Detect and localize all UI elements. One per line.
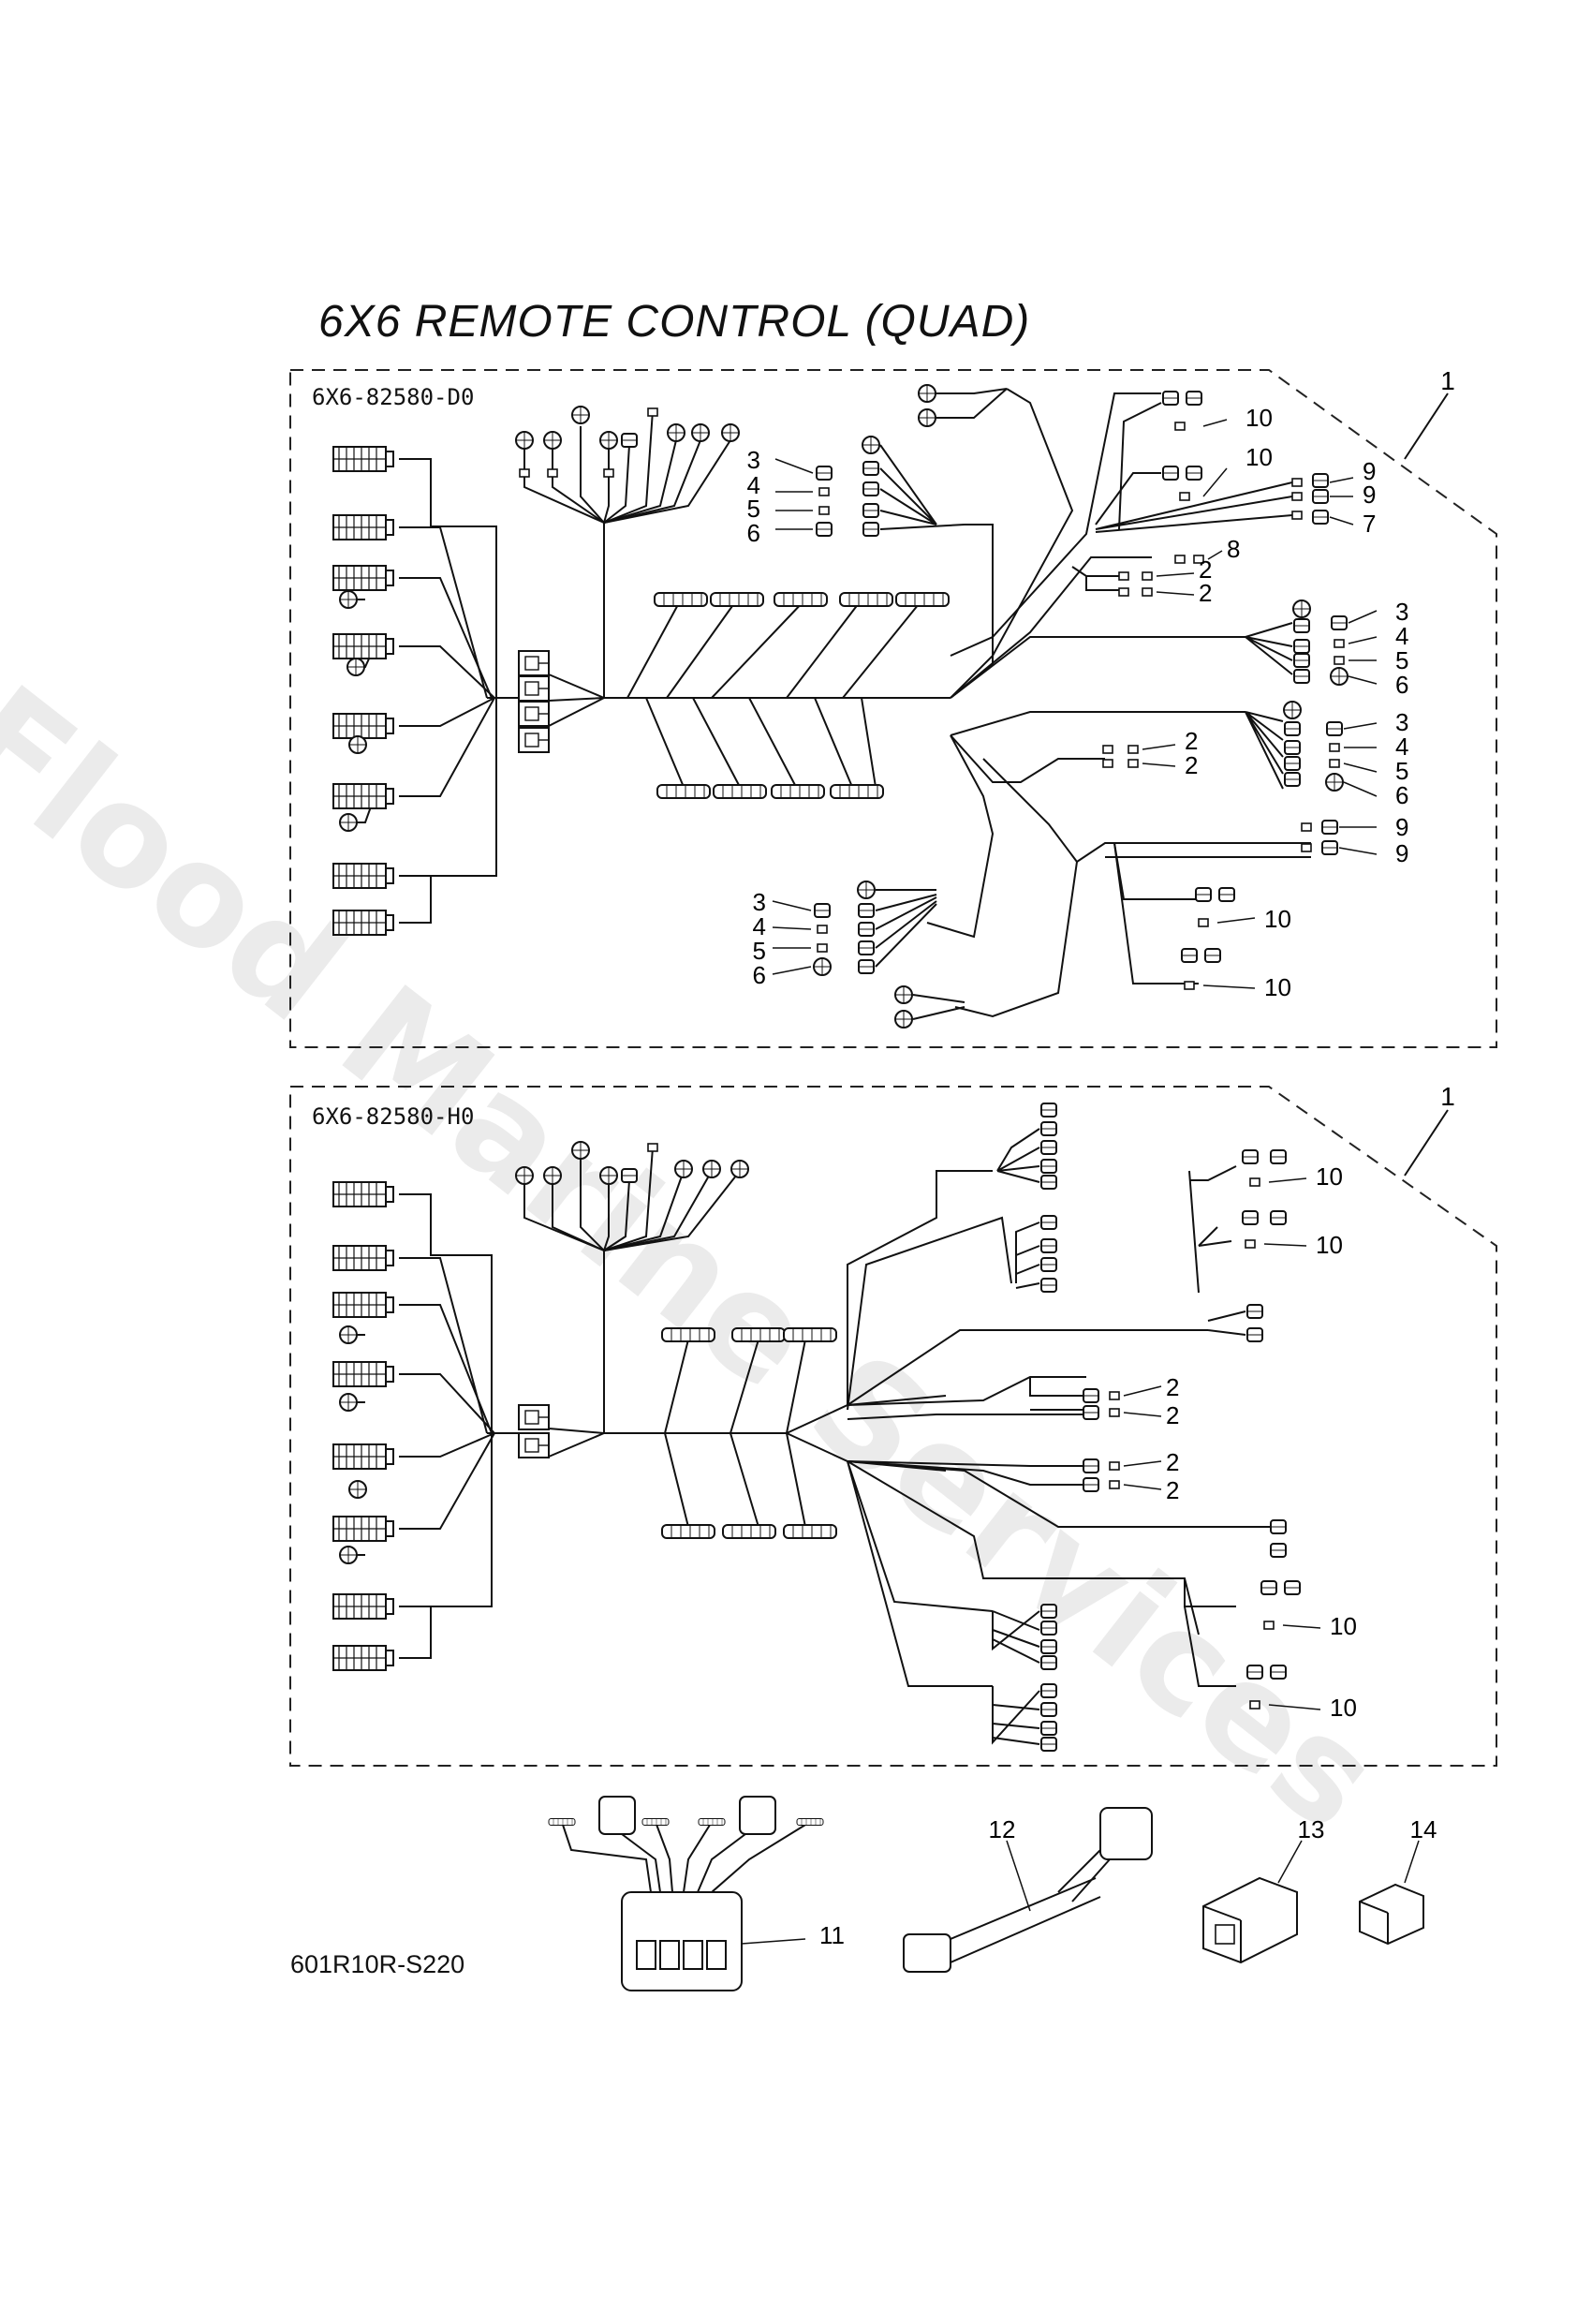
callout-9-a: 9 — [1363, 457, 1376, 485]
callout-10-g: 10 — [1330, 1612, 1357, 1640]
section-top-part-code: 6X6-82580-D0 — [312, 384, 475, 410]
callout-2-e: 2 — [1166, 1373, 1179, 1401]
callout-7: 7 — [1363, 510, 1376, 538]
callout-10-a: 10 — [1245, 404, 1273, 432]
callout-6-right-b: 6 — [1395, 781, 1408, 809]
callout-3-right-a: 3 — [1395, 598, 1408, 626]
callout-3-lower-left: 3 — [753, 888, 766, 916]
callout-11: 11 — [819, 1921, 845, 1949]
callout-5-right-a: 5 — [1395, 646, 1408, 674]
callout-2-b: 2 — [1199, 579, 1212, 607]
callout-2-h: 2 — [1166, 1476, 1179, 1504]
callout-1-top: 1 — [1440, 366, 1455, 395]
callout-6-right-a: 6 — [1395, 671, 1408, 699]
callout-13: 13 — [1298, 1815, 1325, 1843]
callout-6-upper-left: 6 — [747, 519, 760, 547]
harness-6x6-82580-d0: 1 — [289, 366, 1497, 1048]
callout-2-g: 2 — [1166, 1448, 1179, 1476]
callout-9-d: 9 — [1395, 839, 1408, 867]
callout-1-bottom: 1 — [1440, 1082, 1455, 1111]
callout-10-b: 10 — [1245, 443, 1273, 471]
part-12-adapter-cable: 12 — [903, 1807, 1153, 1973]
callout-2-c: 2 — [1185, 727, 1198, 755]
callout-5-right-b: 5 — [1395, 757, 1408, 785]
callout-3-upper-left: 3 — [747, 446, 760, 474]
callout-4-right-a: 4 — [1395, 622, 1408, 650]
callout-10-e: 10 — [1316, 1162, 1343, 1191]
callout-14: 14 — [1410, 1815, 1437, 1843]
section-bottom-part-code: 6X6-82580-H0 — [312, 1103, 475, 1130]
callout-4-lower-left: 4 — [753, 912, 766, 940]
callout-10-d: 10 — [1264, 973, 1291, 1001]
callout-6-lower-left: 6 — [753, 961, 766, 989]
callout-10-c: 10 — [1264, 905, 1291, 933]
drawing-code: 601R10R-S220 — [290, 1950, 465, 1978]
diagram-title: 6X6 REMOTE CONTROL (QUAD) — [318, 297, 1031, 347]
callout-3-right-b: 3 — [1395, 708, 1408, 736]
part-11-switch-panel: 11 — [548, 1796, 845, 1991]
callout-4-upper-left: 4 — [747, 471, 760, 499]
harness-6x6-82580-h0: 1 — [289, 1082, 1497, 1767]
callout-2-d: 2 — [1185, 751, 1198, 779]
callout-9-c: 9 — [1395, 813, 1408, 841]
callout-10-f: 10 — [1316, 1231, 1343, 1259]
callout-4-right-b: 4 — [1395, 733, 1408, 761]
callout-10-h: 10 — [1330, 1694, 1357, 1722]
callout-12: 12 — [989, 1815, 1016, 1843]
callout-5-lower-left: 5 — [753, 937, 766, 965]
callout-5-upper-left: 5 — [747, 495, 760, 523]
callout-9-b: 9 — [1363, 481, 1376, 509]
part-13-connector-housing: 13 — [1202, 1815, 1325, 1964]
callout-2-f: 2 — [1166, 1401, 1179, 1429]
callout-2-a: 2 — [1199, 555, 1212, 584]
part-14-cap: 14 — [1359, 1815, 1437, 1946]
callout-8: 8 — [1227, 535, 1240, 563]
